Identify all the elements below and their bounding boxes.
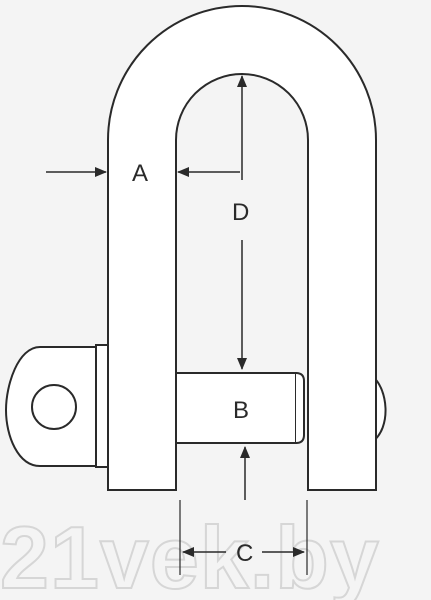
label-c: C (236, 540, 253, 567)
label-d: D (232, 199, 249, 226)
pin (175, 372, 297, 444)
shackle-body (107, 5, 377, 491)
collar (95, 344, 109, 468)
pin-tip (295, 372, 305, 444)
label-b: B (233, 397, 249, 424)
eye-lug (4, 346, 101, 467)
label-a: A (132, 160, 148, 187)
eye-hole (31, 384, 77, 430)
watermark-text: 21vek.by (0, 508, 380, 600)
